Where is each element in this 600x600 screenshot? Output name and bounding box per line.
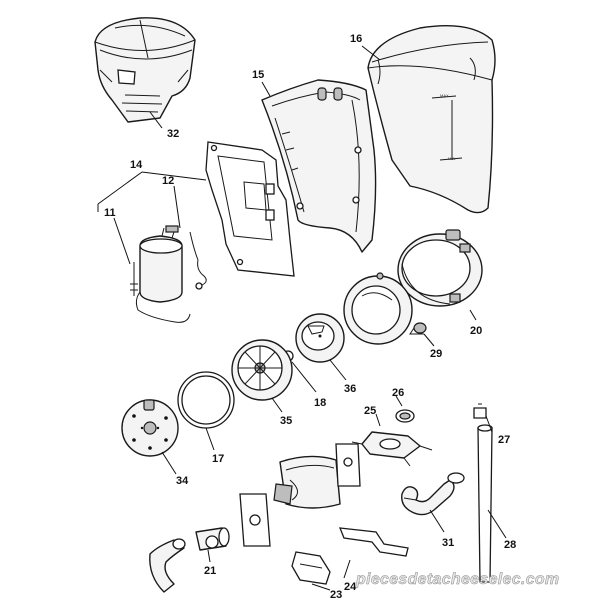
pump-motor-block bbox=[273, 443, 361, 509]
bearing-plate bbox=[343, 272, 413, 345]
leader-lines bbox=[97, 45, 507, 591]
label-12: 12 bbox=[162, 175, 174, 187]
part-11-capacitor bbox=[130, 225, 191, 323]
label-35: 35 bbox=[280, 415, 292, 427]
part-28-tube bbox=[477, 424, 493, 583]
part-26-washer bbox=[395, 409, 415, 423]
part-17-gasket-ring bbox=[177, 371, 235, 429]
part-14-frame-bracket bbox=[205, 141, 295, 277]
part-32-top-cover bbox=[94, 17, 196, 123]
part-31-elbow-pipe bbox=[401, 472, 465, 516]
label-31: 31 bbox=[442, 537, 454, 549]
part-34-membrane-plate bbox=[121, 399, 179, 457]
part-20-ring-housing bbox=[397, 229, 483, 307]
label-16: 16 bbox=[350, 33, 362, 45]
label-32: 32 bbox=[167, 128, 179, 140]
part-15-back-shell bbox=[261, 79, 377, 253]
part-16-water-bowl: MAX MIN bbox=[367, 25, 496, 214]
label-26: 26 bbox=[392, 387, 404, 399]
label-34: 34 bbox=[176, 475, 189, 487]
watermark-text: piecesdetacheeselec.com bbox=[355, 571, 559, 588]
part-12-cable bbox=[189, 231, 207, 290]
label-15: 15 bbox=[252, 69, 264, 81]
label-11: 11 bbox=[104, 207, 116, 219]
label-36: 36 bbox=[344, 383, 356, 395]
label-28: 28 bbox=[504, 539, 516, 551]
part-35-impeller-disc bbox=[231, 339, 293, 401]
label-17: 17 bbox=[212, 453, 224, 465]
label-23: 23 bbox=[330, 589, 342, 600]
part-21-hose-connector bbox=[149, 527, 230, 593]
label-20: 20 bbox=[470, 325, 482, 337]
part-25-valve-body bbox=[351, 431, 433, 467]
part-23-base-clip bbox=[291, 551, 331, 585]
part-24-clamp-bar bbox=[338, 527, 409, 557]
label-27: 27 bbox=[498, 434, 510, 446]
label-14: 14 bbox=[130, 159, 143, 171]
label-29: 29 bbox=[430, 348, 442, 360]
label-25: 25 bbox=[364, 405, 376, 417]
part-29-bearing bbox=[409, 322, 427, 335]
label-18: 18 bbox=[314, 397, 326, 409]
bowl-max-mark: MAX bbox=[440, 93, 449, 98]
label-24: 24 bbox=[344, 581, 357, 593]
part-27-clip bbox=[473, 403, 487, 419]
part-36-disc bbox=[295, 313, 345, 363]
mounting-bracket bbox=[239, 493, 271, 547]
label-21: 21 bbox=[204, 565, 216, 577]
part-number-labels: 32 16 15 14 12 11 20 29 36 18 35 26 25 2… bbox=[104, 33, 516, 600]
